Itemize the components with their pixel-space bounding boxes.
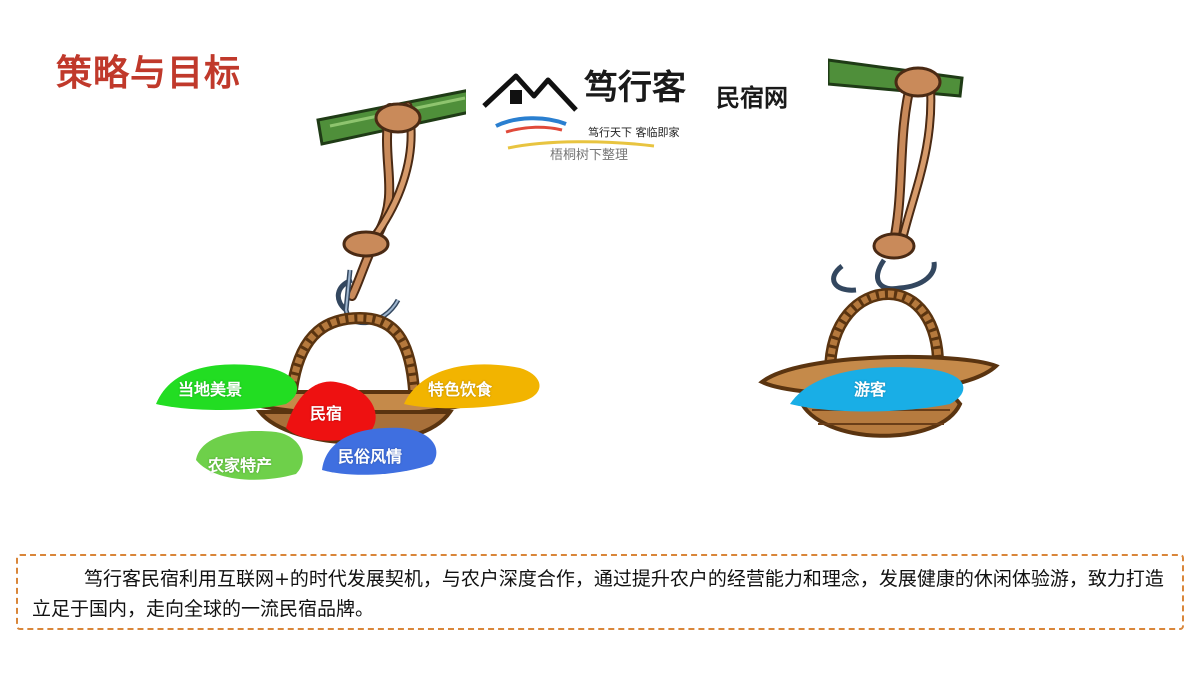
- balance-scale-illustration: [156, 58, 1000, 480]
- logo-swoosh: [507, 140, 655, 150]
- logo-slogan: 笃行天下 客临即家: [588, 126, 680, 139]
- house-icon: [482, 73, 578, 134]
- tag-tourist: 游客: [854, 380, 887, 399]
- blob-local-scenery: [156, 364, 298, 410]
- blob-homestay: [286, 381, 376, 441]
- right-rope: [872, 66, 942, 260]
- blob-special-food: [404, 364, 540, 409]
- logo-sub-text: 民宿网: [716, 83, 788, 112]
- watermark-text: 梧桐树下整理: [550, 148, 629, 163]
- page-title: 策略与目标: [56, 53, 242, 94]
- blob-tourist: [790, 367, 964, 412]
- blob-folk-customs: [322, 427, 437, 475]
- tag-folk-customs: 民俗风情: [338, 447, 403, 466]
- blob-farm-products: [196, 431, 303, 480]
- tag-special-food: 特色饮食: [428, 380, 493, 399]
- logo-main-text: 笃行客: [584, 68, 686, 108]
- left-rope: [342, 101, 422, 301]
- tag-local-scenery: 当地美景: [178, 380, 243, 399]
- right-basket: [758, 287, 1000, 438]
- tag-farm-products: 农家特产: [208, 456, 273, 475]
- right-hook: [831, 258, 937, 293]
- tag-homestay: 民宿: [310, 404, 343, 423]
- strategy-statement: 笃行客民宿利用互联网+的时代发展契机，与农户深度合作，通过提升农户的经营能力和理…: [16, 554, 1184, 630]
- brand-logo: 笃行客 民宿网 笃行天下 客临即家: [466, 44, 828, 156]
